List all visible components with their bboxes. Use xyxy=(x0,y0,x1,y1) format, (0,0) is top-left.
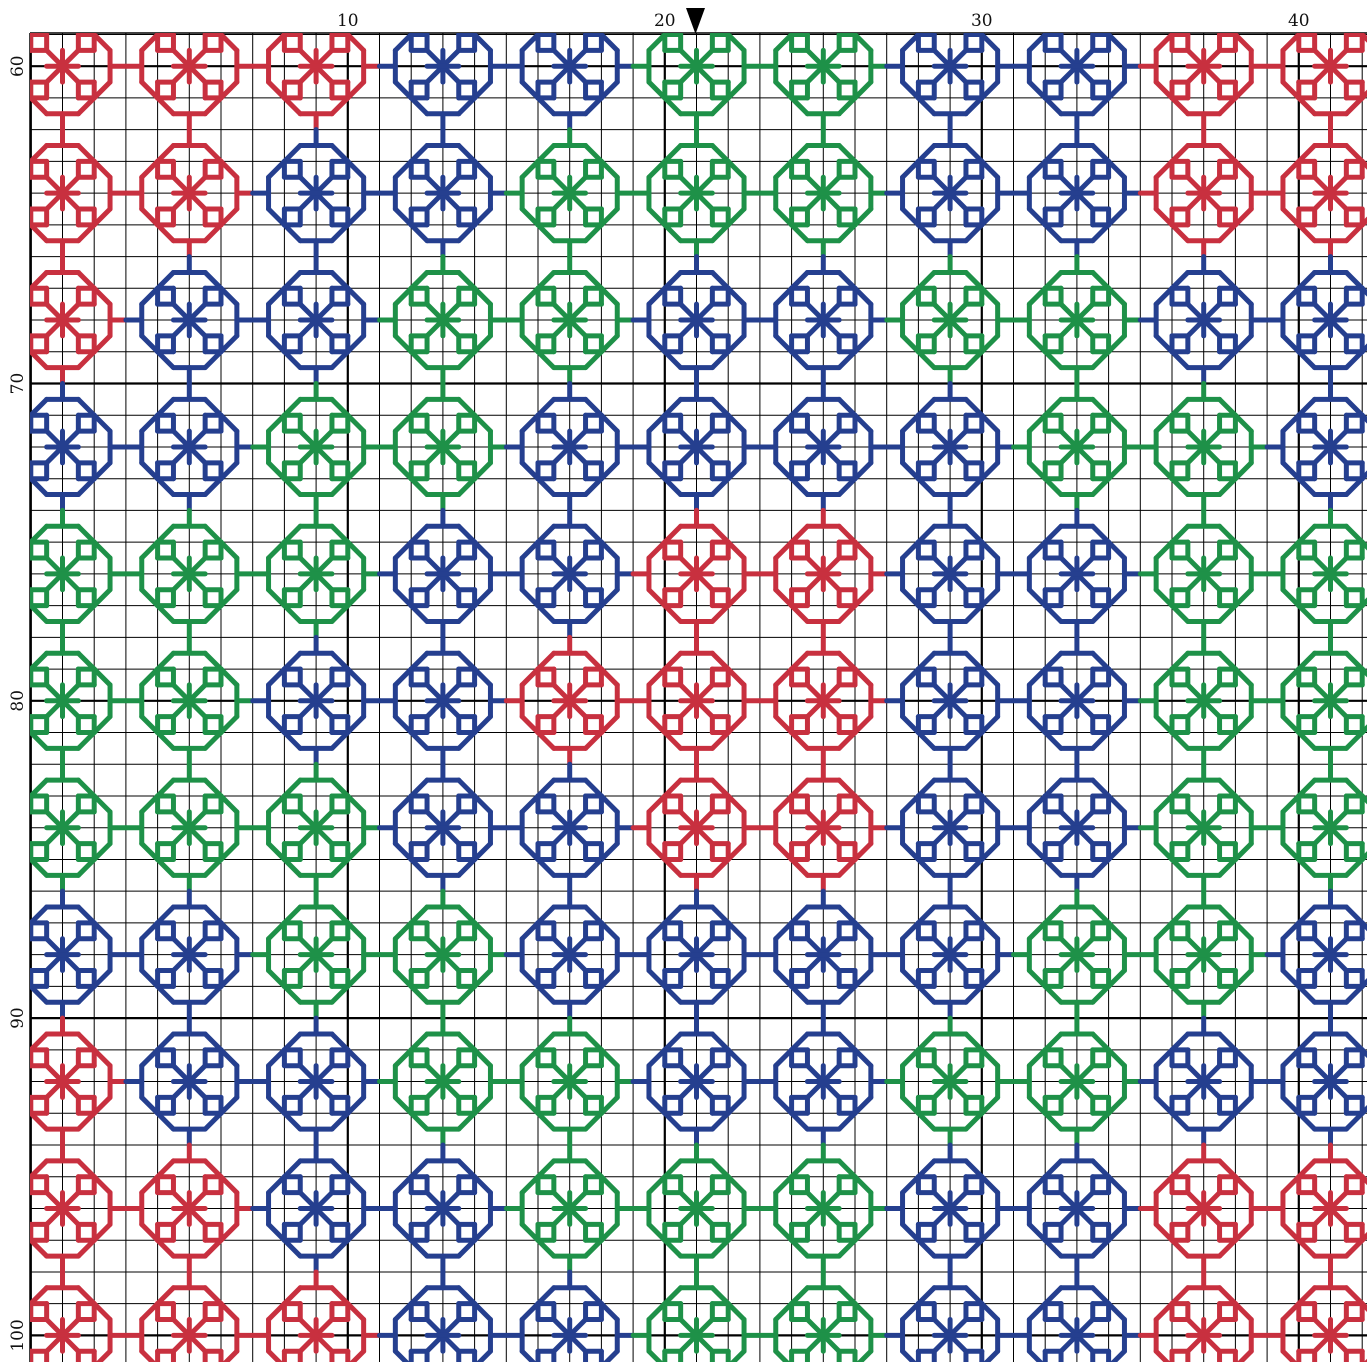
y-tick-label: 60 xyxy=(8,55,28,77)
y-tick-label: 80 xyxy=(8,690,28,712)
x-tick-label: 20 xyxy=(654,11,676,31)
x-tick-label: 40 xyxy=(1288,11,1310,31)
y-tick-label: 90 xyxy=(8,1007,28,1029)
x-tick-label: 30 xyxy=(971,11,993,31)
y-tick-label: 70 xyxy=(8,373,28,395)
x-tick-label: 10 xyxy=(337,11,359,31)
y-tick-label: 100 xyxy=(8,1319,28,1351)
